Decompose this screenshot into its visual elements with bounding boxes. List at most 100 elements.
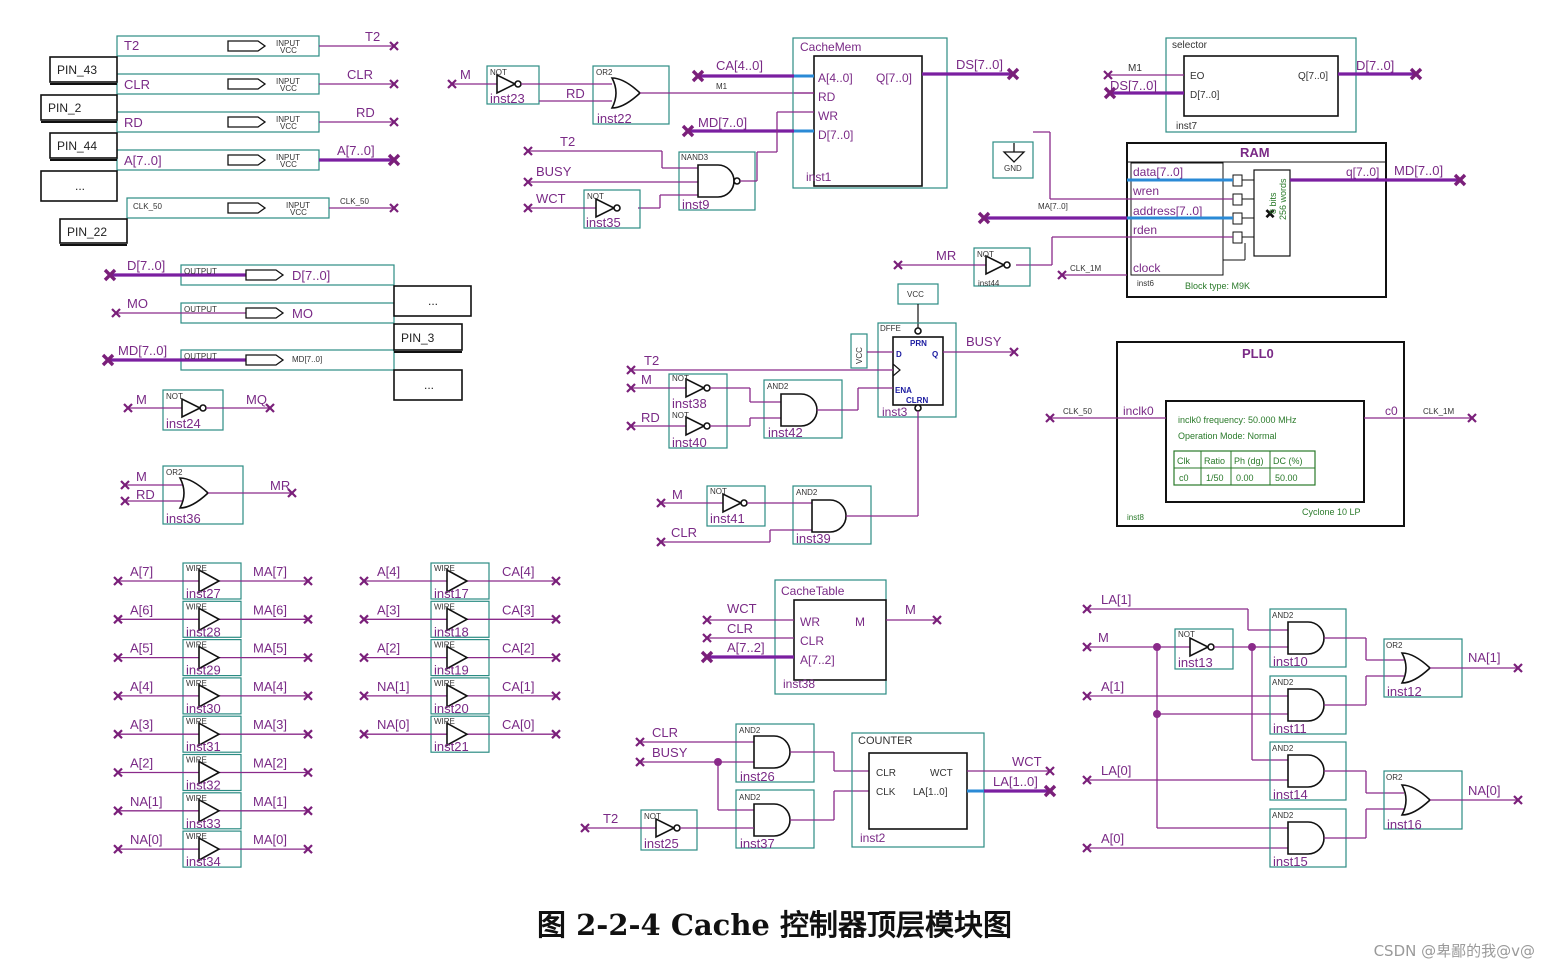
- pll-table-header: DC (%): [1273, 456, 1303, 466]
- svg-text:inst40: inst40: [672, 435, 707, 450]
- svg-text:INPUT: INPUT: [276, 39, 300, 48]
- pin-a-label: A[7..0]: [124, 153, 162, 168]
- output-pins: OUTPUT OUTPUT OUTPUT D[7..0] D[7..0] MO …: [101, 258, 472, 401]
- svg-text:INPUT: INPUT: [286, 201, 310, 210]
- svg-text:...: ...: [428, 294, 438, 308]
- svg-text:DFFE: DFFE: [880, 324, 901, 333]
- svg-text:VCC: VCC: [280, 122, 297, 131]
- svg-text:M1: M1: [716, 82, 728, 91]
- svg-text:WIRE: WIRE: [434, 679, 455, 688]
- ma-wire-out-label: MA[2]: [253, 756, 287, 771]
- svg-text:NA[1]: NA[1]: [1468, 650, 1501, 665]
- svg-text:A[0]: A[0]: [1101, 831, 1124, 846]
- svg-text:NOT: NOT: [710, 487, 727, 496]
- pll-title: PLL0: [1242, 346, 1274, 361]
- svg-text:A[7..0]: A[7..0]: [337, 143, 375, 158]
- watermark: CSDN @卑鄙的我@v@: [1373, 942, 1535, 960]
- svg-text:WIRE: WIRE: [434, 602, 455, 611]
- svg-text:WIRE: WIRE: [186, 641, 207, 650]
- svg-text:...: ...: [424, 378, 434, 392]
- ca-wire-in-label: NA[1]: [377, 679, 410, 694]
- svg-text:inst13: inst13: [1178, 655, 1213, 670]
- ma-wire-inst-label: inst34: [186, 854, 221, 869]
- ma-wire-out-label: MA[6]: [253, 602, 287, 617]
- svg-text:AND2: AND2: [1272, 811, 1294, 820]
- svg-text:M: M: [1098, 630, 1109, 645]
- ma-wire-in-label: A[4]: [130, 679, 153, 694]
- pin-22: PIN_22: [67, 225, 107, 239]
- pin-assignment-boxes: PIN_43 PIN_2 PIN_44 ... PIN_22: [40, 56, 128, 246]
- svg-text:T2: T2: [365, 29, 380, 44]
- svg-text:WIRE: WIRE: [186, 756, 207, 765]
- svg-text:VCC: VCC: [280, 160, 297, 169]
- svg-text:CLR: CLR: [652, 725, 678, 740]
- svg-text:Cyclone 10 LP: Cyclone 10 LP: [1302, 507, 1361, 517]
- svg-text:AND2: AND2: [1272, 611, 1294, 620]
- svg-text:WCT: WCT: [930, 768, 953, 779]
- svg-text:inclk0: inclk0: [1123, 404, 1154, 418]
- ma-wire-in-label: A[7]: [130, 564, 153, 579]
- svg-text:CLK: CLK: [876, 787, 896, 798]
- ca-wire-inst-label: inst20: [434, 701, 469, 716]
- svg-text:...: ...: [75, 179, 85, 193]
- svg-text:NAND3: NAND3: [681, 153, 709, 162]
- svg-text:NOT: NOT: [672, 374, 689, 383]
- svg-text:inst3: inst3: [882, 405, 908, 419]
- svg-text:CLK_50: CLK_50: [340, 197, 369, 206]
- ma-wire-in-label: A[3]: [130, 717, 153, 732]
- ma-wire-inst-label: inst29: [186, 663, 221, 678]
- svg-text:A[1]: A[1]: [1101, 679, 1124, 694]
- svg-text:GND: GND: [1004, 164, 1022, 173]
- ca-wire-out-label: CA[3]: [502, 602, 535, 617]
- svg-text:inst37: inst37: [740, 836, 775, 851]
- svg-text:NOT: NOT: [1178, 630, 1195, 639]
- svg-text:inst38: inst38: [672, 396, 707, 411]
- pll-table-header: Ph (dg): [1234, 456, 1264, 466]
- svg-text:MO: MO: [292, 306, 313, 321]
- svg-text:CLR: CLR: [876, 768, 896, 779]
- svg-text:RD: RD: [356, 105, 375, 120]
- cachemem-title: CacheMem: [800, 40, 861, 54]
- ca-wire-in-label: A[3]: [377, 602, 400, 617]
- svg-text:OR2: OR2: [166, 468, 183, 477]
- pin-3: PIN_3: [401, 331, 435, 345]
- svg-text:inst12: inst12: [1387, 684, 1422, 699]
- ca-wire-inst-label: inst17: [434, 586, 469, 601]
- ma-wire-in-label: A[2]: [130, 756, 153, 771]
- svg-text:D[7..0]: D[7..0]: [1356, 58, 1394, 73]
- svg-text:AND2: AND2: [739, 793, 761, 802]
- cachetable-block: CacheTable WR CLR A[7..2] M inst38 WCT C…: [700, 579, 943, 695]
- ca-wire-in-label: NA[0]: [377, 717, 410, 732]
- svg-text:MQ: MQ: [246, 392, 267, 407]
- ca-wire-inst-label: inst19: [434, 663, 469, 678]
- svg-text:D[7..0]: D[7..0]: [292, 268, 330, 283]
- svg-text:WIRE: WIRE: [434, 641, 455, 650]
- pin-44: PIN_44: [57, 139, 97, 153]
- na-logic-section: LA[1] M NOT inst13 A[1] LA[0] A[0] AND2 …: [1081, 592, 1524, 869]
- svg-text:WR: WR: [818, 109, 838, 123]
- svg-text:VCC: VCC: [907, 290, 924, 299]
- ma-wire-inst-label: inst30: [186, 701, 221, 716]
- svg-text:D[7..0]: D[7..0]: [1190, 90, 1220, 101]
- svg-text:WIRE: WIRE: [434, 717, 455, 726]
- ma-wire-out-label: MA[7]: [253, 564, 287, 579]
- svg-text:VCC: VCC: [855, 347, 864, 364]
- svg-text:LA[0]: LA[0]: [1101, 763, 1131, 778]
- svg-text:inst26: inst26: [740, 769, 775, 784]
- svg-text:CLK_50: CLK_50: [1063, 407, 1092, 416]
- ram-block: GND RAM ✕ 8 bits 256 words data[7..0] wr…: [892, 131, 1467, 298]
- svg-text:M: M: [905, 602, 916, 617]
- svg-text:Q[7..0]: Q[7..0]: [1298, 71, 1328, 82]
- svg-text:BUSY: BUSY: [966, 334, 1002, 349]
- svg-text:MD[7..0]: MD[7..0]: [292, 355, 322, 364]
- wire-buffers-ca: WIREA[4]CA[4]inst17WIREA[3]CA[3]inst18WI…: [358, 562, 562, 754]
- svg-text:BUSY: BUSY: [652, 745, 688, 760]
- pin-2: PIN_2: [48, 101, 82, 115]
- svg-text:T2: T2: [644, 353, 659, 368]
